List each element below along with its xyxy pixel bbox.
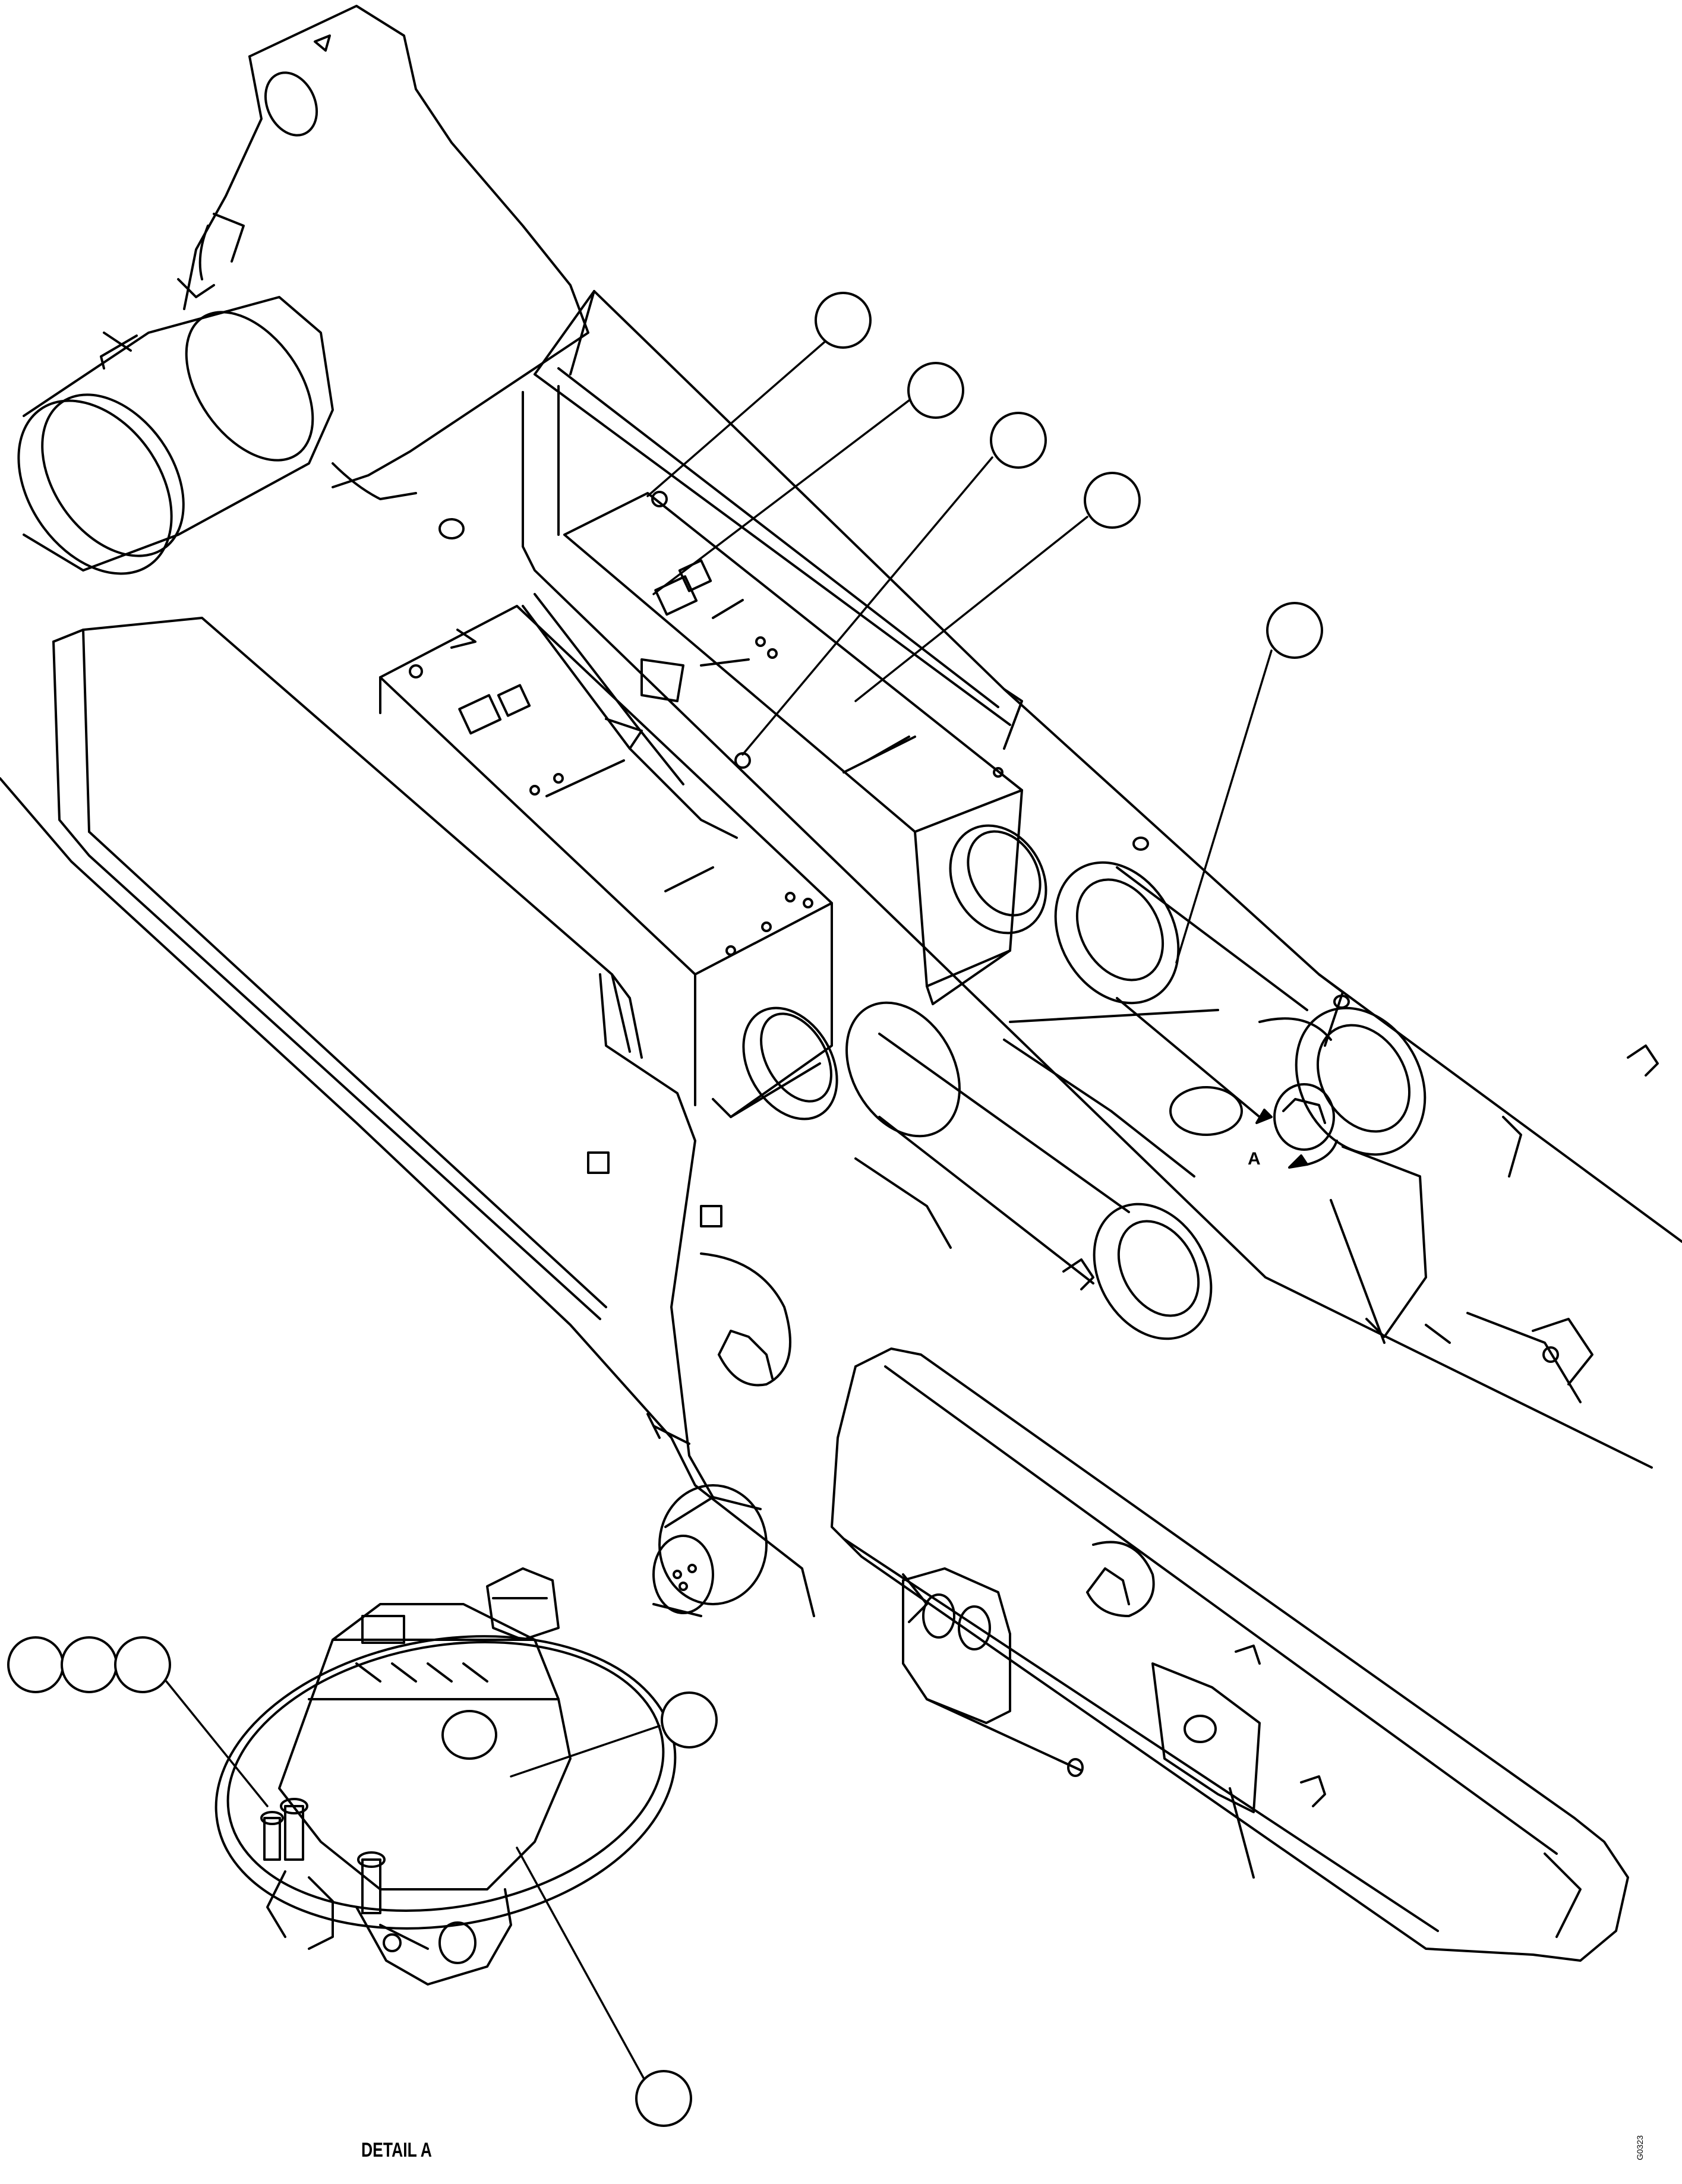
sheet-identifier: G0323 bbox=[1635, 2135, 1645, 2160]
callout-3 bbox=[990, 412, 1047, 469]
callout-5 bbox=[1266, 602, 1323, 659]
right-box bbox=[522, 491, 1047, 1005]
callout-2 bbox=[907, 362, 964, 419]
detail-a-view bbox=[214, 1567, 677, 1986]
right-rail bbox=[522, 290, 1682, 1469]
view-marker-label: A bbox=[1248, 1149, 1261, 1169]
pivot-stub bbox=[652, 1484, 768, 1617]
leader-lines bbox=[165, 334, 1273, 2087]
callout-9 bbox=[661, 1691, 718, 1749]
lower-arm bbox=[831, 1347, 1629, 1962]
left-box bbox=[379, 605, 838, 1121]
detail-a-marker bbox=[1062, 1083, 1338, 1290]
boom-neck bbox=[183, 5, 589, 488]
callout-6 bbox=[7, 1636, 64, 1693]
callout-7 bbox=[61, 1636, 118, 1693]
callout-8 bbox=[114, 1636, 171, 1693]
right-cylinder bbox=[1054, 861, 1427, 1156]
boom-tube bbox=[17, 213, 465, 575]
callout-1 bbox=[815, 292, 872, 349]
callout-4 bbox=[1084, 472, 1141, 529]
rail-bracket bbox=[1330, 1145, 1593, 1403]
callout-10 bbox=[635, 2070, 692, 2127]
left-rail bbox=[0, 617, 815, 1617]
detail-caption: DETAIL A bbox=[361, 2139, 432, 2161]
left-cylinder bbox=[845, 1001, 1243, 1340]
